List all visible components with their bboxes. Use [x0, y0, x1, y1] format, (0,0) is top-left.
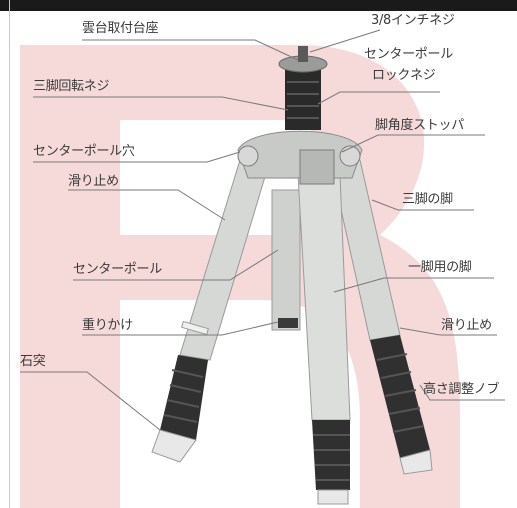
front-leg-shape [297, 174, 351, 505]
label-angle-stopper: 脚角度ストッパ [375, 118, 464, 133]
leader-screw-3-8 [309, 29, 381, 53]
label-stone-spike: 石突 [20, 354, 46, 369]
leader-monopod-leg [333, 277, 494, 293]
leader-rotation-screw [33, 96, 289, 111]
leader-tripod-leg [371, 199, 474, 211]
label-non-slip-right: 滑り止め [441, 318, 492, 333]
leader-non-slip-left [68, 189, 226, 221]
label-lock-screw-line2: ロックネジ [372, 68, 436, 83]
lock-screw-shape [285, 70, 321, 130]
leader-pan-head-base [82, 39, 299, 61]
left-border-line [9, 0, 10, 508]
leader-angle-stopper [341, 134, 485, 153]
leader-height-knob [419, 384, 505, 401]
center-pole-shape [271, 189, 301, 331]
label-height-knob: 高さ調整ノブ [423, 382, 500, 397]
label-center-pole-hole: センターポール穴 [33, 144, 135, 159]
label-rotation-screw: 三脚回転ネジ [33, 79, 110, 94]
leader-lock-screw [317, 91, 440, 105]
leader-lines [20, 29, 505, 431]
label-weight-hook: 重りかけ [82, 318, 133, 333]
label-lock-screw-line1: センターポール [364, 47, 453, 62]
hub-shape [237, 130, 363, 185]
label-center-pole: センターポール [73, 262, 162, 277]
leader-weight-hook [82, 321, 279, 336]
label-pan-head-base: 雲台取付台座 [82, 21, 159, 36]
leader-non-slip-right [399, 327, 497, 336]
label-monopod-leg: 一脚用の脚 [408, 260, 472, 275]
left-leg-shape [151, 159, 271, 463]
pan-head-base-shape [278, 46, 328, 73]
label-non-slip-left: 滑り止め [68, 174, 119, 189]
leader-center-pole [73, 249, 279, 281]
top-bar [0, 0, 517, 11]
leader-center-pole-hole [33, 151, 241, 163]
leader-stone-spike [20, 371, 161, 431]
label-screw-3-8: 3/8インチネジ [371, 13, 455, 28]
label-tripod-leg: 三脚の脚 [402, 192, 453, 207]
